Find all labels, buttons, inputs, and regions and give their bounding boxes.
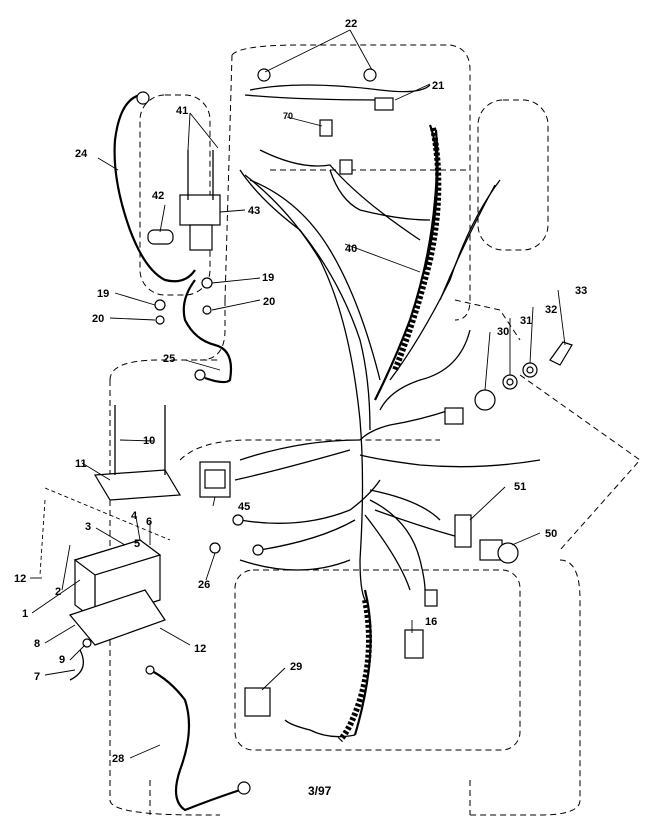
callout-6: 6 xyxy=(146,516,152,528)
callout-21: 21 xyxy=(432,80,444,92)
wire-bundle xyxy=(234,84,541,738)
callout-12-right: 12 xyxy=(194,643,206,655)
date-code: 3/97 xyxy=(308,784,332,798)
callout-12-left: 12 xyxy=(14,573,26,585)
callout-40: 40 xyxy=(345,243,357,255)
callout-19-left: 19 xyxy=(97,288,109,300)
coiled-harness xyxy=(337,124,442,743)
callout-31: 31 xyxy=(520,315,532,327)
callout-28: 28 xyxy=(112,753,124,765)
callout-11: 11 xyxy=(75,458,87,470)
battery-assembly xyxy=(39,405,182,681)
callout-25: 25 xyxy=(163,353,175,365)
callout-43: 43 xyxy=(248,205,260,217)
callout-16: 16 xyxy=(425,616,437,628)
callout-8: 8 xyxy=(34,638,40,650)
callout-29: 29 xyxy=(290,661,302,673)
callout-9: 9 xyxy=(59,654,65,666)
callout-3: 3 xyxy=(85,521,91,533)
callout-leaders xyxy=(30,29,566,759)
connectors-and-switches xyxy=(136,68,519,795)
callout-42: 42 xyxy=(152,190,164,202)
callout-20-right: 20 xyxy=(263,296,275,308)
battery-cables xyxy=(113,93,241,812)
callout-5: 5 xyxy=(134,538,140,550)
callout-26: 26 xyxy=(198,579,210,591)
callout-7: 7 xyxy=(34,671,40,683)
solenoid-assembly xyxy=(147,150,221,325)
callout-32: 32 xyxy=(545,304,557,316)
callout-50: 50 xyxy=(545,528,557,540)
callout-19-right: 19 xyxy=(262,272,274,284)
callout-70: 70 xyxy=(283,111,293,121)
callout-45: 45 xyxy=(238,501,250,513)
callout-20-left: 20 xyxy=(92,313,104,325)
callout-51: 51 xyxy=(514,481,526,493)
callout-41: 41 xyxy=(176,105,188,117)
callout-2: 2 xyxy=(55,586,61,598)
callout-1: 1 xyxy=(22,608,28,620)
callout-30: 30 xyxy=(497,326,509,338)
callout-10: 10 xyxy=(143,435,155,447)
ignition-switch-parts xyxy=(474,341,573,411)
callout-33: 33 xyxy=(575,285,587,297)
callout-4: 4 xyxy=(131,510,138,522)
callout-22: 22 xyxy=(345,18,357,30)
callout-labels: 22 21 70 41 24 42 43 40 19 20 19 20 25 1… xyxy=(14,18,587,765)
callout-24: 24 xyxy=(75,148,88,160)
